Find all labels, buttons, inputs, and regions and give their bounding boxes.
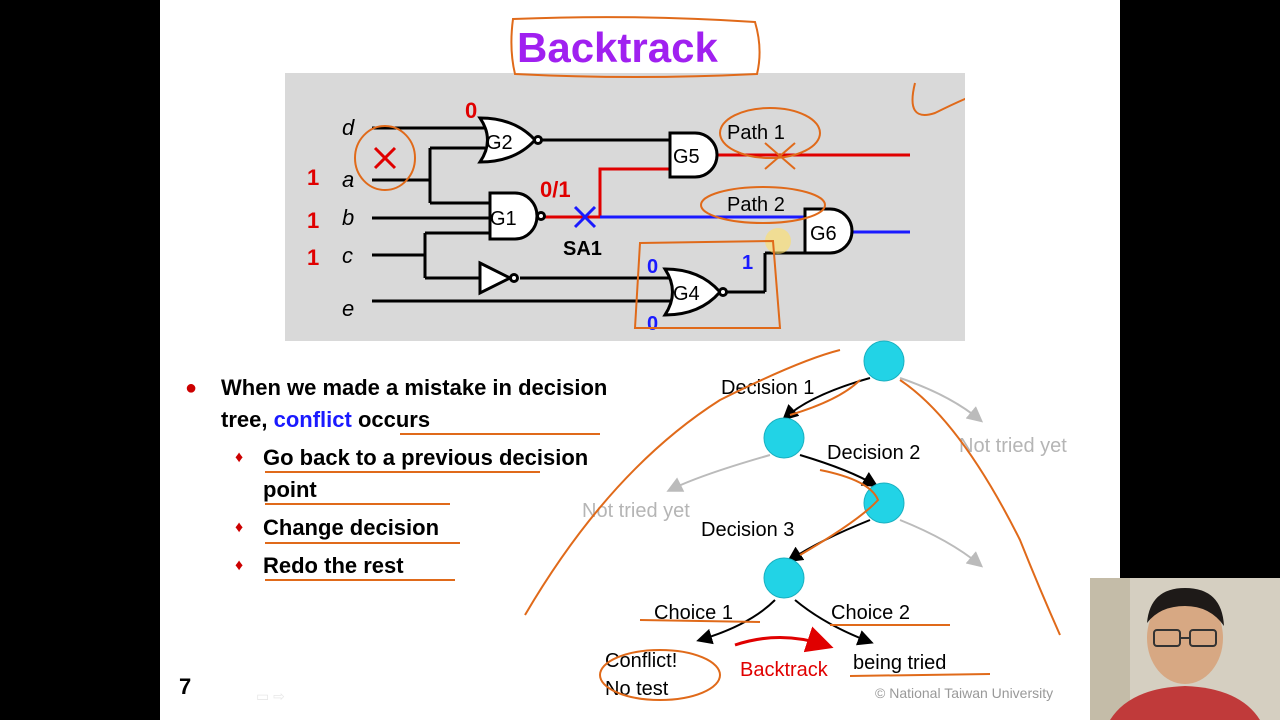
backtrack-label: Backtrack bbox=[740, 659, 829, 681]
gate-g2 bbox=[477, 116, 538, 164]
bullet-main-text: When we made a mistake in decision tree, bbox=[221, 375, 608, 432]
tree-node-root bbox=[863, 340, 905, 382]
decision2-label: Decision 2 bbox=[827, 442, 920, 464]
decision3-label: Decision 3 bbox=[701, 519, 794, 541]
sub-bullet-change-decision: ♦ Change decision bbox=[185, 512, 625, 544]
g4-output-value: 1 bbox=[742, 252, 753, 274]
bullet-main: ● When we made a mistake in decision tre… bbox=[185, 372, 625, 436]
path1-label: Path 1 bbox=[727, 122, 785, 144]
choice2-label: Choice 2 bbox=[831, 602, 910, 624]
gate-g5 bbox=[668, 131, 719, 179]
fault-cross-icon bbox=[573, 205, 597, 229]
title-annotation bbox=[510, 16, 761, 78]
page-number: 7 bbox=[179, 674, 192, 699]
diamond-bullet-icon: ♦ bbox=[235, 449, 244, 466]
value-a: 1 bbox=[307, 165, 319, 190]
slide: Backtrack bbox=[160, 0, 1120, 720]
diamond-bullet-icon: ♦ bbox=[235, 519, 244, 536]
sub-bullet-redo: ♦ Redo the rest bbox=[185, 550, 625, 582]
cross-mark-icon bbox=[764, 142, 796, 170]
pen-annotation bbox=[354, 82, 965, 329]
gate-g4-label: G4 bbox=[673, 283, 700, 305]
being-tried-text: being tried bbox=[853, 652, 946, 674]
webcam-presenter bbox=[1090, 578, 1280, 720]
not-tried-left: Not tried yet bbox=[582, 500, 690, 522]
input-b: b bbox=[342, 205, 354, 230]
copyright-text: © National Taiwan University bbox=[875, 685, 1054, 701]
bullet-list: ● When we made a mistake in decision tre… bbox=[185, 372, 625, 588]
not-tried-right: Not tried yet bbox=[959, 435, 1067, 457]
gate-g4 bbox=[662, 267, 722, 317]
cross-mark-icon bbox=[373, 146, 397, 170]
slide-title: Backtrack bbox=[517, 24, 718, 71]
value-c: 1 bbox=[307, 245, 319, 270]
sub-bullet-go-back: ♦ Go back to a previous decision point bbox=[185, 442, 625, 506]
input-e: e bbox=[342, 296, 354, 321]
no-test-text: No test bbox=[605, 678, 669, 700]
conflict-text: Conflict! bbox=[605, 650, 677, 672]
gate-g1-label: G1 bbox=[490, 208, 517, 230]
gate-g5-label: G5 bbox=[673, 146, 700, 168]
circuit-diagram: G2 G1 G5 G6 G4 d a b c e 1 1 1 0 0/1 bbox=[307, 82, 965, 335]
pen-annotation bbox=[265, 349, 1061, 701]
g2-input-value: 0 bbox=[465, 98, 477, 123]
input-c: c bbox=[342, 243, 353, 268]
tree-node-level2 bbox=[763, 417, 805, 459]
fault-value: 0/1 bbox=[540, 177, 571, 202]
input-d: d bbox=[342, 115, 355, 140]
g4-input-top: 0 bbox=[647, 256, 658, 278]
bullet-dot-icon: ● bbox=[185, 377, 198, 399]
path2-label: Path 2 bbox=[727, 194, 785, 216]
circuit-panel: G2 G1 G5 G6 G4 d a b c e 1 1 1 0 0/1 bbox=[285, 73, 965, 341]
input-a: a bbox=[342, 167, 354, 192]
gate-g2-label: G2 bbox=[486, 132, 513, 154]
gate-g6 bbox=[803, 207, 854, 255]
g4-input-bottom: 0 bbox=[647, 313, 658, 335]
value-b: 1 bbox=[307, 208, 319, 233]
gate-not bbox=[478, 260, 514, 296]
decision-tree: Decision 1 Decision 2 Decision 3 Choice … bbox=[265, 340, 1067, 701]
bullet-main-tail: occurs bbox=[351, 407, 431, 432]
fault-label: SA1 bbox=[563, 238, 602, 260]
diamond-bullet-icon: ♦ bbox=[235, 557, 244, 574]
decision1-label: Decision 1 bbox=[721, 377, 814, 399]
tree-node-level4 bbox=[763, 557, 805, 599]
gate-g6-label: G6 bbox=[810, 223, 837, 245]
presenter-figure bbox=[1090, 578, 1280, 720]
cursor-highlight bbox=[765, 228, 791, 254]
choice1-label: Choice 1 bbox=[654, 602, 733, 624]
slide-nav-icons[interactable]: ▭ ⇨ bbox=[256, 688, 285, 704]
conflict-word: conflict bbox=[273, 407, 352, 432]
